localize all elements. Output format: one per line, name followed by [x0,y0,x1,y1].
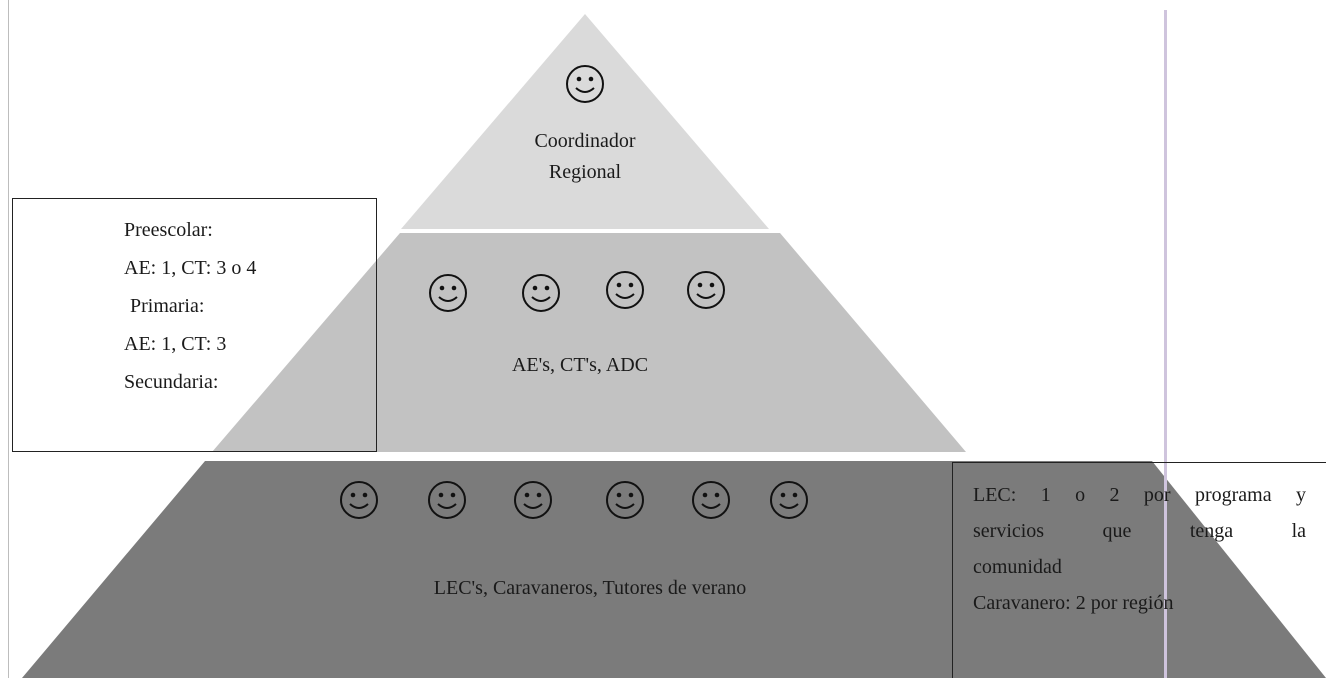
note-preescolar-ratio: AE: 1, CT: 3 o 4 [124,257,257,279]
smiley-face-icon [606,271,644,309]
bottom-level-label: LEC's, Caravaneros, Tutores de verano [433,577,747,599]
top-level-label-line2: Regional [548,161,622,183]
note-lec-line2: servicios que tenga la [973,520,1306,542]
pyramid-top-level [401,14,769,229]
smiley-face-icon [340,481,378,519]
right-vertical-rule [1164,10,1167,678]
note-lec-line1: LEC: 1 o 2 por programa y [973,484,1306,506]
smiley-face-icon [514,481,552,519]
note-lec-line3: comunidad [973,556,1062,578]
smiley-face-icon [522,274,560,312]
note-primaria-ratio: AE: 1, CT: 3 [124,333,227,355]
smiley-face-icon [606,481,644,519]
smiley-face-icon [770,481,808,519]
smiley-face-icon [429,274,467,312]
note-caravanero-line: Caravanero: 2 por región [973,592,1174,614]
smiley-face-icon [566,65,604,103]
smiley-face-icon [428,481,466,519]
smiley-face-icon [687,271,725,309]
note-preescolar-heading: Preescolar: [124,219,213,241]
top-level-label-line1: Coordinador [534,130,636,152]
top-level-label: Coordinador Regional [485,126,685,188]
note-secundaria-heading: Secundaria: [124,371,219,393]
lec-ratio-note-box: LEC: 1 o 2 por programa y servicios que … [952,462,1326,678]
note-primaria-heading: Primaria: [130,295,205,317]
staff-ratio-note-box: Preescolar: AE: 1, CT: 3 o 4 Primaria: A… [12,198,377,452]
smiley-face-icon [692,481,730,519]
middle-level-label: AE's, CT's, ADC [511,354,649,376]
page-margin-line [8,0,9,678]
pyramid-middle-level [212,233,966,452]
